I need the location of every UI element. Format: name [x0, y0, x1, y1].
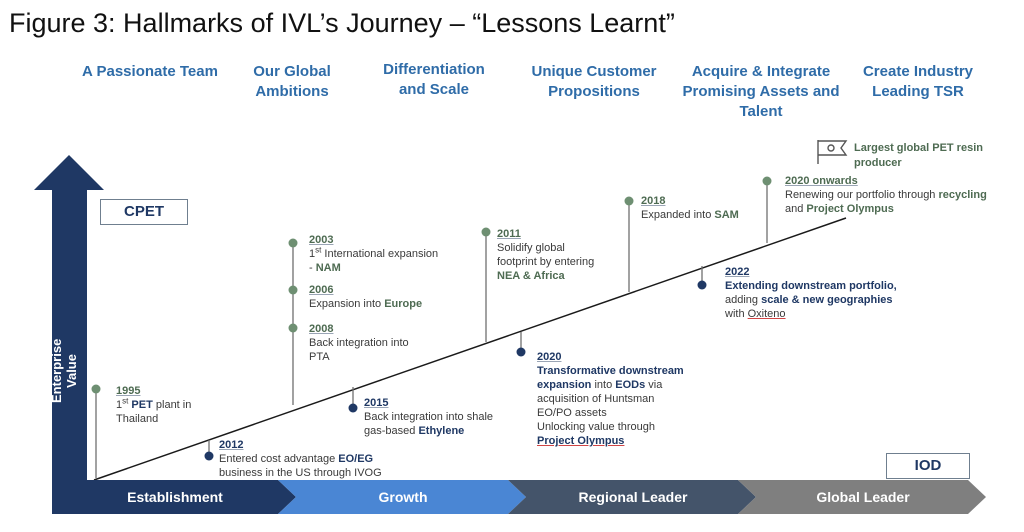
navy-markers — [204, 280, 707, 461]
e2022-s1: Extending downstream portfolio, — [725, 280, 897, 292]
phase-growth: Growth — [378, 489, 428, 505]
e2020-l3: acquisition of Huntsman — [537, 393, 655, 405]
phase-global-leader: Global Leader — [816, 489, 910, 505]
event-2015-year: 2015 — [364, 397, 389, 409]
event-2003: 2003 1st International expansion - NAM — [309, 233, 469, 275]
enterprise-value-arrow — [34, 155, 104, 480]
e2020b-l1a: Renewing our portfolio through — [785, 189, 939, 201]
e2020-l5: Unlocking value through — [537, 421, 656, 433]
event-2006: 2006 Expansion into Europe — [309, 283, 469, 311]
e2012-strong: EO/EG — [338, 453, 374, 465]
e2020-s1: Transformative downstream — [537, 365, 684, 377]
event-2022-year: 2022 — [725, 266, 750, 278]
e2018-text: Expanded into — [641, 209, 715, 221]
event-2008-year: 2008 — [309, 323, 334, 335]
phase-establishment-shape — [52, 480, 296, 514]
flag-note: Largest global PET resin producer — [854, 142, 983, 169]
green-markers — [91, 176, 772, 394]
hallmark-unique-customer: Unique Customer Propositions — [531, 63, 657, 100]
e2003-strong: NAM — [315, 262, 341, 274]
e2003-l1b: International expansion — [321, 248, 439, 260]
e2011-l1: Solidify global — [497, 242, 565, 254]
e2008-l2: PTA — [309, 351, 330, 363]
e2003-l2a: - — [309, 262, 316, 274]
event-2015: 2015 Back integration into shale gas-bas… — [364, 396, 524, 438]
iod-box: IOD — [886, 453, 970, 479]
e2020-s2: expansion — [537, 379, 592, 391]
e2015-l1: Back integration into shale — [364, 411, 494, 423]
e2022-l3a: with — [725, 308, 748, 320]
e2012-l1: Entered cost advantage — [219, 453, 339, 465]
event-2008: 2008 Back integration into PTA — [309, 322, 459, 364]
e1995-sup: st — [122, 396, 129, 406]
phase-global-shape — [738, 480, 986, 514]
e1995-l1a: 1 — [116, 399, 123, 411]
hallmark-industry-tsr: Create Industry Leading TSR — [862, 63, 974, 100]
phase-establishment: Establishment — [127, 489, 223, 505]
cpet-box: CPET — [100, 199, 188, 225]
e2020b-l2a: and — [785, 203, 807, 215]
hallmark-global-ambitions: Our Global Ambitions — [253, 63, 331, 100]
e2003-sup: st — [315, 245, 322, 255]
phase-regional-leader: Regional Leader — [578, 489, 688, 505]
e2018-strong: SAM — [714, 209, 739, 221]
e2020-post: via — [645, 379, 663, 391]
event-2012: 2012 Entered cost advantage EO/EG busine… — [219, 438, 419, 480]
enterprise-value-label: Enterprise Value — [49, 338, 79, 403]
e2020-mid: into — [591, 379, 616, 391]
event-2020-onwards-year: 2020 onwards — [785, 175, 858, 187]
e2020-s4: Project Olympus — [537, 435, 625, 447]
e2022-link: Oxiteno — [747, 308, 786, 320]
e2003-l1a: 1 — [309, 248, 316, 260]
event-2012-year: 2012 — [219, 439, 244, 451]
phase-growth-shape — [278, 480, 526, 514]
e2011-strong: NEA & Africa — [497, 270, 565, 282]
e2020-s3: EODs — [615, 379, 646, 391]
e2008-l1: Back integration into — [309, 337, 409, 349]
event-1995-year: 1995 — [116, 385, 141, 397]
event-2006-year: 2006 — [309, 284, 334, 296]
e2022-s2: scale & new geographies — [761, 294, 893, 306]
e1995-strong: PET — [131, 399, 153, 411]
event-2020-eod: 2020 Transformative downstream expansion… — [537, 350, 717, 448]
event-2018-year: 2018 — [641, 195, 666, 207]
event-1995: 1995 1st PET plant in Thailand — [116, 384, 226, 426]
e2012-l2: business in the US through IVOG — [219, 467, 382, 479]
e2020b-s2: Project Olympus — [806, 203, 894, 215]
e2015-strong: Ethylene — [418, 425, 465, 437]
e1995-l2: Thailand — [116, 413, 159, 425]
e2020b-s1: recycling — [938, 189, 987, 201]
phase-regional-shape — [508, 480, 756, 514]
event-2018: 2018 Expanded into SAM — [641, 194, 771, 222]
e2022-l2a: adding — [725, 294, 762, 306]
e2020-l4: EO/PO assets — [537, 407, 607, 419]
e2015-l2a: gas-based — [364, 425, 419, 437]
hallmark-passionate-team: A Passionate Team — [82, 63, 218, 80]
event-2003-year: 2003 — [309, 234, 334, 246]
e2011-l2: footprint by entering — [497, 256, 595, 268]
event-2011-year: 2011 — [497, 228, 521, 240]
event-2011: 2011 Solidify global footprint by enteri… — [497, 227, 627, 283]
e1995-l1b: plant in — [152, 399, 192, 411]
hallmark-acquire-integrate: Acquire & Integrate Promising Assets and… — [682, 63, 840, 120]
trend-line — [93, 217, 847, 481]
event-2020-year: 2020 — [537, 351, 562, 363]
e2006-text: Expansion into — [309, 298, 385, 310]
figure-title: Figure 3: Hallmarks of IVL’s Journey – “… — [9, 8, 675, 38]
e2006-strong: Europe — [384, 298, 423, 310]
event-2022: 2022 Extending downstream portfolio, add… — [725, 265, 945, 321]
hallmark-differentiation-scale: Differentiation and Scale — [383, 61, 485, 98]
event-2020-onwards: 2020 onwards Renewing our portfolio thro… — [785, 174, 1020, 216]
flag-icon — [817, 140, 848, 164]
